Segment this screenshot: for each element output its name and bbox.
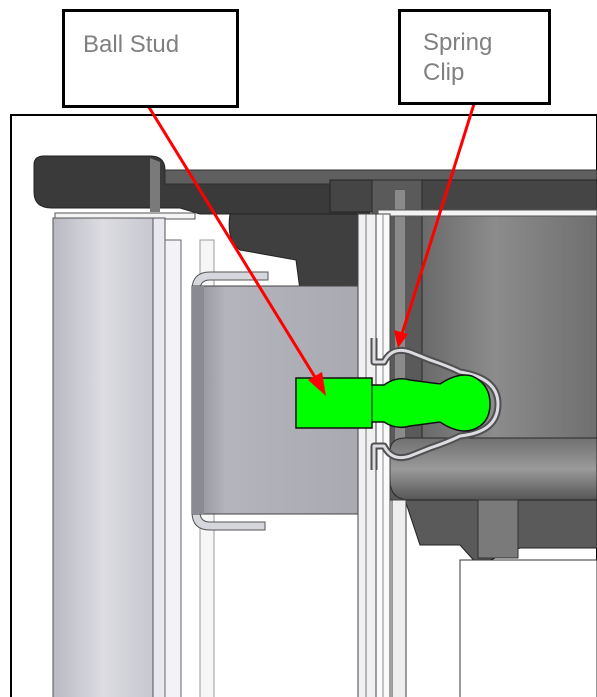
left-rail xyxy=(52,217,154,697)
right-panel xyxy=(459,559,597,697)
ball-stud-arrow xyxy=(145,103,326,396)
ball-stud xyxy=(295,374,491,432)
bracket-shade xyxy=(192,286,204,514)
top-cap xyxy=(33,155,371,215)
ball-stud-label: Ball Stud xyxy=(83,31,180,58)
spring-clip-callout: Spring Clip xyxy=(398,9,551,105)
right-panel-bar xyxy=(391,499,407,697)
spring-clip-inner xyxy=(372,338,500,470)
right-housing-top xyxy=(329,179,597,213)
spring-clip-label: Spring Clip xyxy=(423,29,493,86)
top-cap-highlight xyxy=(150,158,160,212)
left-rail-edge xyxy=(152,217,166,697)
mid-rail xyxy=(164,239,182,697)
horizontal-tube xyxy=(389,437,597,501)
bracket-bottom-lip xyxy=(191,511,266,531)
lower-fitting-block xyxy=(477,499,519,559)
ball-stud-callout: Ball Stud xyxy=(62,9,239,108)
thin-plate-right xyxy=(377,209,597,217)
spring-clip-arrow xyxy=(394,103,476,348)
